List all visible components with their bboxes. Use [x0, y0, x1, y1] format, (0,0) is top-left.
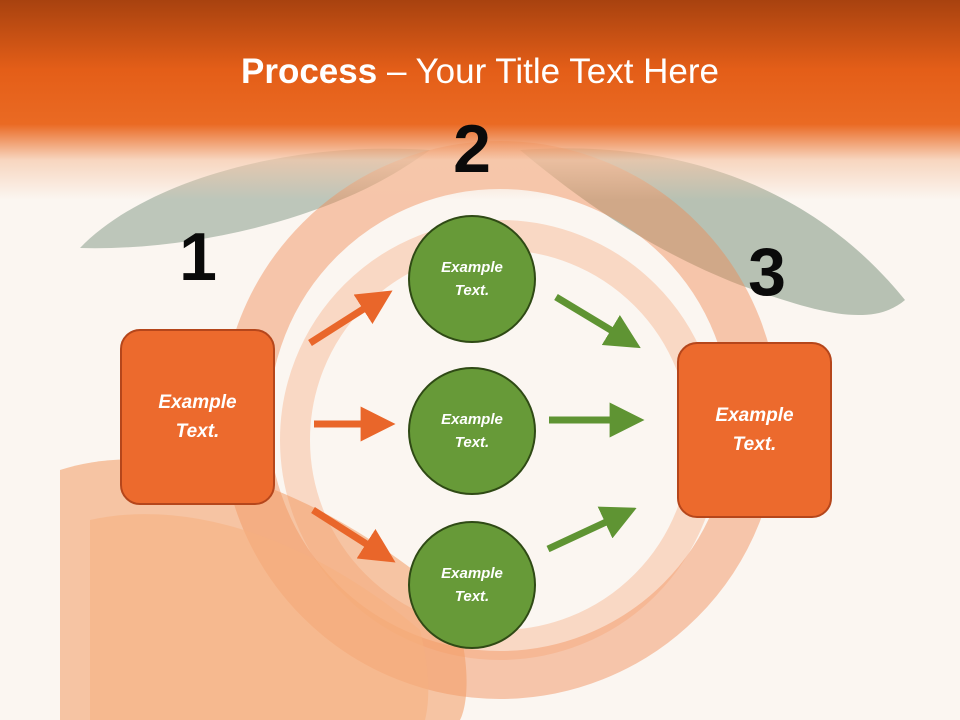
circle-bottom-text: Example Text. — [441, 565, 503, 605]
title-bold: Process — [241, 52, 378, 91]
title-rest: – Your Title Text Here — [377, 52, 719, 91]
step-number-3: 3 — [748, 234, 786, 310]
step-number-2: 2 — [453, 111, 491, 187]
step-3-text: Example Text. — [715, 405, 794, 455]
step-2-circle-top[interactable]: Example Text. — [408, 215, 536, 343]
step-3-box[interactable]: Example Text. — [677, 342, 832, 518]
title-banner — [0, 0, 960, 200]
step-2-circle-middle[interactable]: Example Text. — [408, 367, 536, 495]
step-1-text: Example Text. — [158, 392, 237, 442]
step-1-box[interactable]: Example Text. — [120, 329, 275, 505]
circle-top-text: Example Text. — [441, 259, 503, 299]
step-number-1: 1 — [179, 219, 217, 295]
slide-title: Process – Your Title Text Here — [0, 52, 960, 92]
step-2-circle-bottom[interactable]: Example Text. — [408, 521, 536, 649]
circle-middle-text: Example Text. — [441, 411, 503, 451]
orange-slice-flesh — [90, 514, 429, 720]
